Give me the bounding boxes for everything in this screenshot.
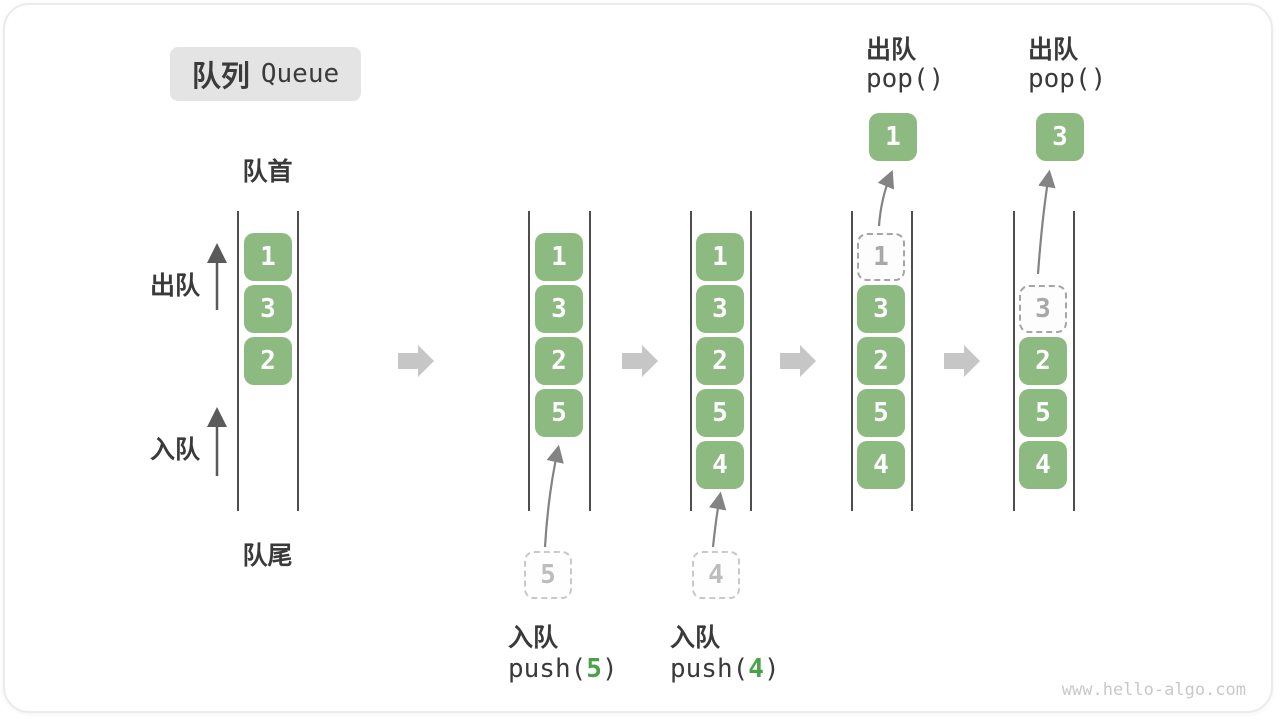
incoming-value-box: 4 xyxy=(692,551,740,599)
queue-cell: 2 xyxy=(244,337,292,385)
queue-cell: 2 xyxy=(696,337,744,385)
fn-open: push( xyxy=(670,654,749,684)
queue-cell: 4 xyxy=(1019,441,1067,489)
queue-cell: 3 xyxy=(244,285,292,333)
queue-cell: 3 xyxy=(696,285,744,333)
fn-arg: 5 xyxy=(586,654,602,684)
queue-wall-left xyxy=(690,211,692,511)
queue-cell: 5 xyxy=(1019,389,1067,437)
queue-cell: 2 xyxy=(857,337,905,385)
dequeue-op-code: pop() xyxy=(1028,64,1107,94)
watermark: www.hello-algo.com xyxy=(1061,680,1246,700)
title-zh: 队列 xyxy=(191,61,250,93)
enqueue-op-label: 入队 xyxy=(670,624,721,652)
queue-cell: 3 xyxy=(857,285,905,333)
popped-value-box: 1 xyxy=(869,113,917,161)
queue-cell: 3 xyxy=(535,285,583,333)
queue-cell: 1 xyxy=(535,233,583,281)
fn-close: ) xyxy=(601,654,618,684)
queue-rear-label: 队尾 xyxy=(242,542,293,570)
fn-arg: 4 xyxy=(748,654,764,684)
dequeue-op-code: pop() xyxy=(866,64,945,94)
incoming-value-box: 5 xyxy=(524,551,572,599)
queue-cell: 5 xyxy=(535,389,583,437)
queue-cell: 5 xyxy=(857,389,905,437)
queue-wall-right xyxy=(1073,211,1075,511)
dequeue-side-label: 出队 xyxy=(150,272,201,300)
enqueue-op-label: 入队 xyxy=(508,624,559,652)
title-badge: 队列 Queue xyxy=(170,47,361,101)
queue-cell: 4 xyxy=(857,441,905,489)
enqueue-op-code: push(4) xyxy=(670,654,780,684)
queue-wall-left xyxy=(237,211,239,511)
queue-cell: 4 xyxy=(696,441,744,489)
queue-wall-right xyxy=(589,211,591,511)
dequeue-op-label: 出队 xyxy=(1028,36,1079,64)
queue-front-label: 队首 xyxy=(242,158,293,186)
queue-cell: 1 xyxy=(696,233,744,281)
queue-wall-left xyxy=(528,211,530,511)
removed-value-box: 1 xyxy=(857,233,905,281)
queue-cell: 2 xyxy=(1019,337,1067,385)
queue-wall-left xyxy=(1013,211,1015,511)
fn-open: push( xyxy=(508,654,587,684)
fn-close: ) xyxy=(763,654,780,684)
queue-cell: 2 xyxy=(535,337,583,385)
removed-value-box: 3 xyxy=(1019,285,1067,333)
queue-cell: 1 xyxy=(244,233,292,281)
enqueue-side-label: 入队 xyxy=(150,436,201,464)
diagram-frame xyxy=(3,3,1273,713)
queue-wall-left xyxy=(851,211,853,511)
queue-cell: 5 xyxy=(696,389,744,437)
dequeue-op-label: 出队 xyxy=(866,36,917,64)
queue-wall-right xyxy=(750,211,752,511)
queue-wall-right xyxy=(297,211,299,511)
enqueue-op-code: push(5) xyxy=(508,654,618,684)
title-en: Queue xyxy=(260,59,340,89)
popped-value-box: 3 xyxy=(1036,113,1084,161)
queue-wall-right xyxy=(911,211,913,511)
